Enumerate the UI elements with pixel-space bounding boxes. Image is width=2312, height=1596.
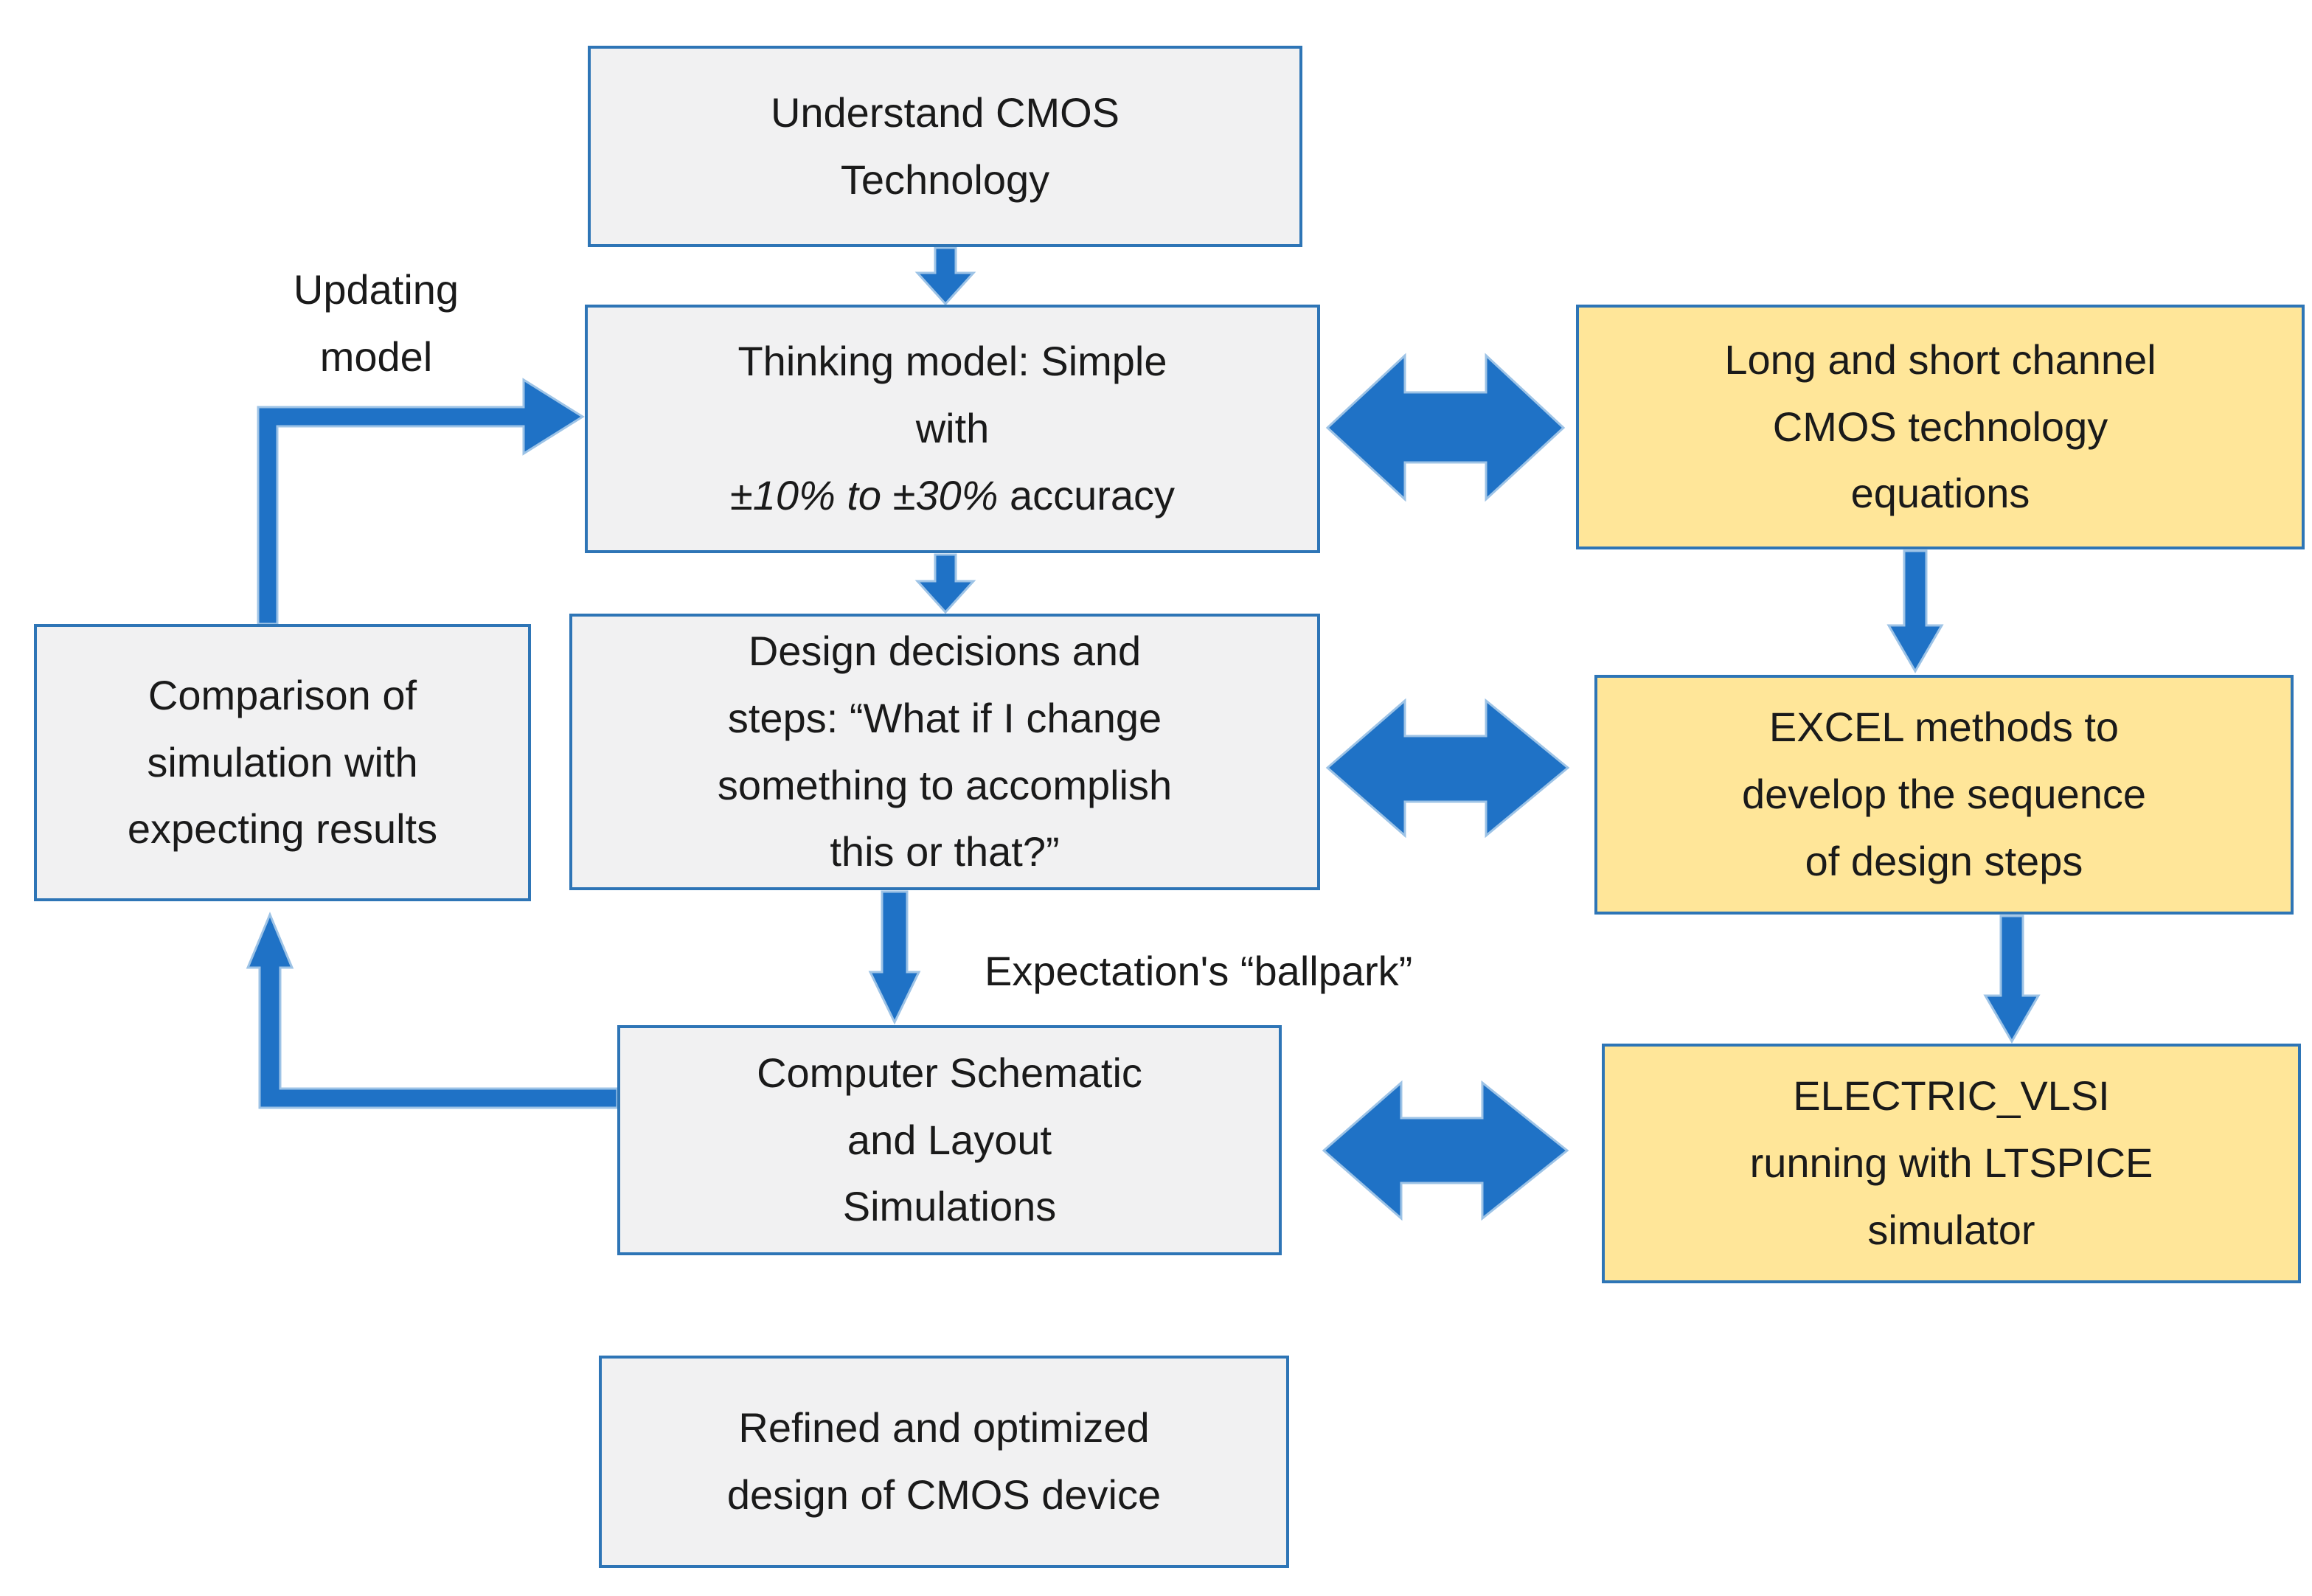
box-text-line: running with LTSPICE [1749,1139,2153,1187]
box-text-line: CMOS technology [1772,403,2108,450]
box-text-line: Long and short channel [1724,336,2156,383]
label-updating-model: Updating model [221,257,531,390]
accuracy-suffix-text: accuracy [998,471,1176,518]
box-text-line: develop the sequence [1742,771,2146,818]
double-arrow-thinking-longshort [1325,353,1566,502]
box-text-line: of design steps [1805,837,2083,884]
arrow-updating-model-loop [257,378,585,625]
box-text-line: Thinking model: Simple [737,338,1167,385]
box-text-line: Technology [840,156,1050,203]
double-arrow-design-excel [1325,698,1570,839]
box-text-line: simulation with [147,738,418,785]
box-understand-cmos-technology: Understand CMOS Technology [588,46,1302,247]
box-text-line: EXCEL methods to [1768,704,2120,751]
box-refined-optimized-design: Refined and optimized design of CMOS dev… [599,1356,1289,1568]
box-long-short-channel-equations: Long and short channel CMOS technology e… [1576,305,2305,549]
box-text-line: with [915,405,990,452]
box-electric-vlsi-ltspice: ELECTRIC_VLSI running with LTSPICE simul… [1602,1044,2301,1283]
box-text-line: Simulations [842,1183,1057,1230]
label-text-line: Updating [293,266,459,313]
box-text-line: design of CMOS device [726,1471,1162,1518]
accuracy-range-text: ±10% to ±30% [729,471,999,518]
arrow-longshort-to-excel [1886,549,1944,673]
box-text-line: Computer Schematic [757,1049,1142,1096]
label-text-line: model [319,333,433,380]
box-text-line: something to accomplish [717,761,1173,808]
arrow-thinking-to-design [914,553,976,614]
box-excel-methods: EXCEL methods to develop the sequence of… [1594,675,2294,915]
arrow-excel-to-electric [1983,915,2041,1044]
box-text-line: Comparison of [147,671,417,718]
box-text-line: ELECTRIC_VLSI [1793,1072,2110,1120]
box-design-decisions: Design decisions and steps: “What if I c… [569,614,1320,890]
box-text-line: equations [1850,470,2030,517]
box-text-line: Design decisions and [748,628,1142,675]
arrow-design-to-computer [868,890,921,1025]
box-text-line: this or that?” [830,828,1060,875]
box-comparison-simulation: Comparison of simulation with expecting … [34,624,531,901]
box-text-line: and Layout [847,1116,1052,1163]
arrow-computer-to-comparison [246,912,619,1109]
box-text-line: Understand CMOS [770,89,1120,136]
double-arrow-computer-electric [1322,1080,1569,1221]
box-text-line: steps: “What if I change [727,694,1162,741]
box-text-line: ±10% to ±30% accuracy [730,462,1175,530]
box-text-line: expecting results [127,805,438,853]
box-computer-schematic-simulations: Computer Schematic and Layout Simulation… [617,1025,1282,1255]
box-thinking-model: Thinking model: Simple with ±10% to ±30%… [585,305,1320,553]
box-text-line: simulator [1867,1206,2035,1253]
label-expectations-ballpark: Expectation's “ballpark” [985,948,1413,994]
arrow-understand-to-thinking [914,246,976,306]
box-text-line: Refined and optimized [738,1404,1150,1451]
